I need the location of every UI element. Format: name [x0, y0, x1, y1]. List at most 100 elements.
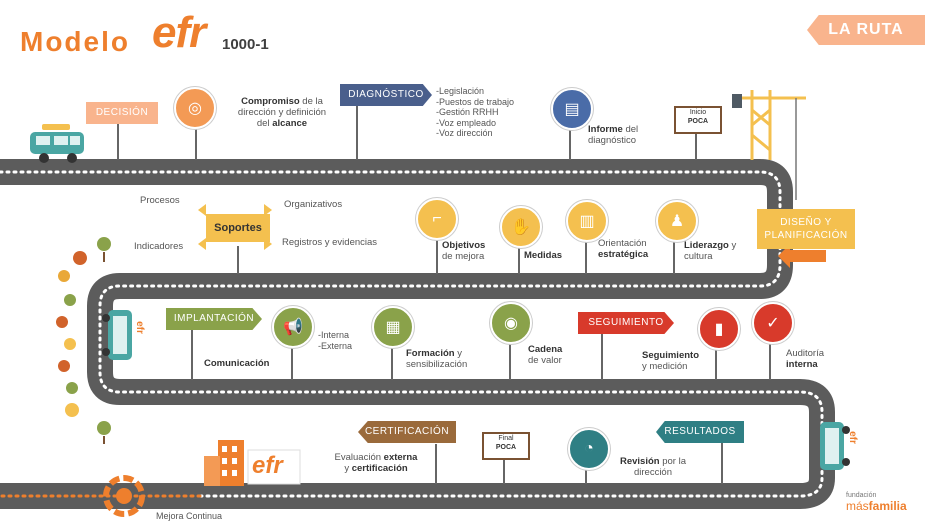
- revision-l1a: Revisión: [619, 456, 660, 467]
- diagnostico-item: -Puestos de trabajo: [436, 96, 515, 107]
- registros-label: Registros y evidencias: [282, 237, 378, 248]
- auditoria-label: Auditoría interna: [786, 348, 846, 370]
- diseno-sign: DISEÑO Y PLANIFICACIÓN: [757, 209, 855, 249]
- orientacion-label: Orientación estratégica: [598, 238, 678, 260]
- comunicacion-items: -Interna -Externa: [318, 330, 352, 351]
- certificacion-l1: Evaluación: [334, 452, 384, 463]
- clipboard-icon: ✓: [752, 302, 794, 344]
- footer-masfamilia: másfamilia: [846, 500, 907, 512]
- comunicacion-label: Comunicación: [204, 358, 269, 369]
- chart-icon: ▥: [566, 200, 608, 242]
- crane-counterweight: [732, 94, 742, 108]
- formacion-l2: sensibilización: [406, 359, 468, 370]
- stairs-icon: ⌐: [416, 198, 458, 240]
- poca-start-sign: Inicio POCA: [674, 106, 722, 134]
- informe-l2: diagnóstico: [588, 135, 637, 146]
- organizativos-label: Organizativos: [284, 199, 343, 210]
- cycle-icon: ◉: [490, 302, 532, 344]
- liderazgo-l1b: y: [728, 240, 737, 251]
- poca-end-sign: Final POCA: [482, 432, 530, 460]
- car-vertical-icon: [102, 310, 132, 360]
- formacion-label: Formación y sensibilización: [406, 348, 506, 370]
- informe-l1b: del: [622, 124, 639, 135]
- car-icon: [30, 124, 84, 163]
- objetivos-l1: Objetivos: [442, 240, 486, 251]
- compromiso-l1a: Compromiso: [241, 96, 300, 107]
- comunicacion-item: -Interna: [318, 330, 350, 340]
- cadena-l1: Cadena: [528, 344, 563, 355]
- liderazgo-l2: cultura: [684, 251, 713, 262]
- footer-mas: más: [846, 499, 869, 513]
- poca-end-l1: Final: [498, 435, 514, 442]
- compromiso-l3b: alcance: [272, 118, 308, 129]
- arrow-icon: [778, 244, 826, 268]
- doc-chart-icon: ▤: [551, 88, 593, 130]
- hand-fan-icon: ✋: [500, 206, 542, 248]
- seguimiento-l1: Seguimiento: [642, 350, 700, 361]
- diagnostico-item: -Voz empleado: [436, 117, 497, 128]
- informe-label: Informe del diagnóstico: [588, 124, 668, 146]
- diagnostico-item: -Gestión RRHH: [436, 107, 499, 117]
- formacion-l1a: Formación: [406, 348, 455, 359]
- people-icon: ♟: [656, 200, 698, 242]
- objetivos-l2: de mejora: [442, 251, 485, 262]
- procesos-label: Procesos: [140, 195, 180, 206]
- title-modelo: Modelo: [20, 26, 130, 57]
- seguimiento-label: Seguimiento y medición: [642, 350, 712, 372]
- orientacion-l1: Orientación: [598, 238, 647, 249]
- medidas-l1: Medidas: [524, 250, 563, 261]
- seguimiento-sign: SEGUIMIENTO: [578, 312, 674, 334]
- certificacion-sign: CERTIFICACIÓN: [358, 421, 456, 443]
- comunicacion-l1: Comunicación: [204, 358, 270, 369]
- certificacion-l1b: externa: [383, 452, 418, 463]
- compromiso-label: Compromiso de la dirección y definición …: [222, 96, 342, 129]
- car-efr-text: efr: [133, 321, 145, 334]
- formacion-l1b: y: [454, 348, 462, 359]
- revision-label: Revisión por la dirección: [608, 456, 698, 478]
- resultados-sign: RESULTADOS: [656, 421, 744, 443]
- la-ruta-badge: LA RUTA: [807, 15, 925, 45]
- liderazgo-l1a: Liderazgo: [684, 240, 729, 251]
- gauge-icon: ◔: [568, 428, 610, 470]
- diagnostico-item: -Legislación: [436, 86, 485, 96]
- auditoria-l2: interna: [786, 359, 818, 370]
- implantacion-sign: IMPLANTACIÓN: [166, 308, 262, 330]
- certificacion-label: Evaluación externa y certificación: [318, 452, 434, 474]
- training-icon: ▦: [372, 306, 414, 348]
- diagnostico-sign: DIAGNÓSTICO: [340, 84, 432, 106]
- comunicacion-item: -Externa: [318, 340, 353, 351]
- objetivos-label: Objetivos de mejora: [442, 240, 512, 262]
- sign-posts: [117, 100, 771, 484]
- seguimiento-l2: y medición: [642, 361, 688, 372]
- poca-start-l1: Inicio: [689, 109, 707, 116]
- mejora-continua-label: Mejora Continua: [156, 511, 223, 521]
- medidas-label: Medidas: [524, 250, 562, 261]
- poca-start-l2: POCA: [687, 118, 709, 125]
- indicadores-label: Indicadores: [134, 241, 184, 252]
- compromiso-l1b: de la: [299, 96, 323, 107]
- target-icon: ◎: [174, 87, 216, 129]
- soportes-box: Soportes: [206, 214, 270, 242]
- megaphone-icon: 📢: [272, 306, 314, 348]
- cadena-l2: de valor: [528, 355, 562, 366]
- revision-l1b: por la: [659, 456, 686, 467]
- trees-left: [56, 237, 111, 444]
- compromiso-l3a: del: [256, 118, 273, 129]
- certificacion-l2a: y: [344, 463, 352, 474]
- car-right-efr-text: efr: [846, 431, 858, 444]
- title-code: 1000-1: [222, 36, 269, 53]
- meter-icon: ▮: [698, 308, 740, 350]
- diagnostico-item: -Voz dirección: [436, 128, 493, 138]
- footer-fundacion: fundación: [846, 492, 877, 499]
- diagnostico-list: -Legislación -Puestos de trabajo -Gestió…: [436, 86, 556, 139]
- compromiso-l2: dirección y definición: [237, 107, 327, 118]
- revision-l2: dirección: [633, 467, 673, 478]
- efr-billboard: [247, 449, 301, 485]
- building-icon: [204, 440, 244, 486]
- poca-end-l2: POCA: [495, 444, 517, 451]
- title-efr-logo: efr: [152, 8, 206, 57]
- cadena-label: Cadena de valor: [528, 344, 588, 366]
- informe-l1a: Informe: [588, 124, 623, 135]
- certificacion-l2b: certificación: [351, 463, 408, 474]
